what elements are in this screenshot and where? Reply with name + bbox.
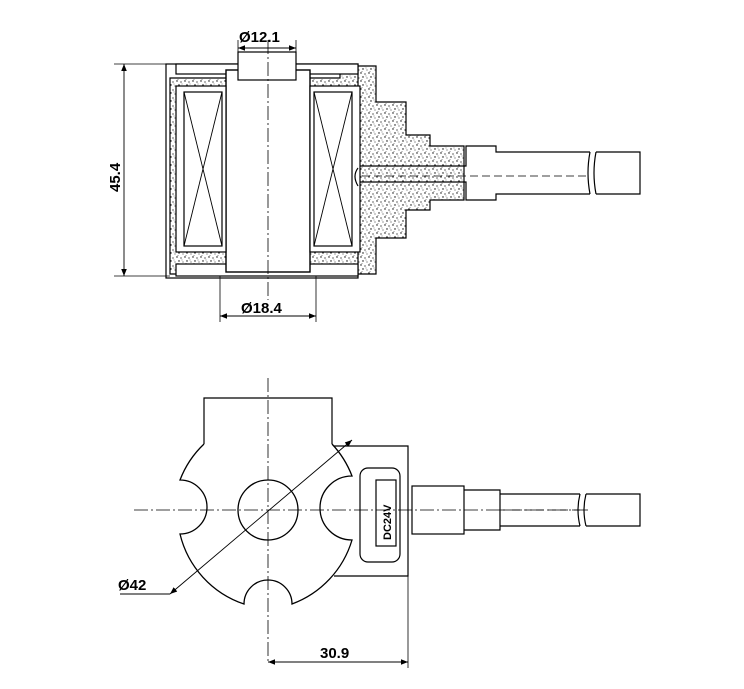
height-label: 45.4 xyxy=(107,162,124,192)
bore-top-step xyxy=(237,51,297,81)
voltage-label: DC24V xyxy=(382,504,394,540)
diameter-label: Ø42 xyxy=(118,577,146,594)
top-cable xyxy=(354,145,641,201)
outer-diameter-label: Ø18.4 xyxy=(241,300,283,317)
connector-housing xyxy=(334,445,409,577)
bottom-view xyxy=(120,378,641,668)
inner-diameter-dimension xyxy=(237,40,297,52)
outer-diameter-dimension xyxy=(219,276,317,322)
diameter-leader xyxy=(120,439,353,595)
height-dimension xyxy=(114,63,170,277)
top-section-view xyxy=(114,40,641,322)
offset-dimension xyxy=(268,576,409,668)
left-winding xyxy=(175,85,227,253)
dc-label-box xyxy=(375,479,397,547)
right-winding xyxy=(309,85,361,253)
inner-diameter-label: Ø12.1 xyxy=(239,29,280,46)
top-tab xyxy=(203,397,333,444)
offset-label: 30.9 xyxy=(320,645,349,662)
